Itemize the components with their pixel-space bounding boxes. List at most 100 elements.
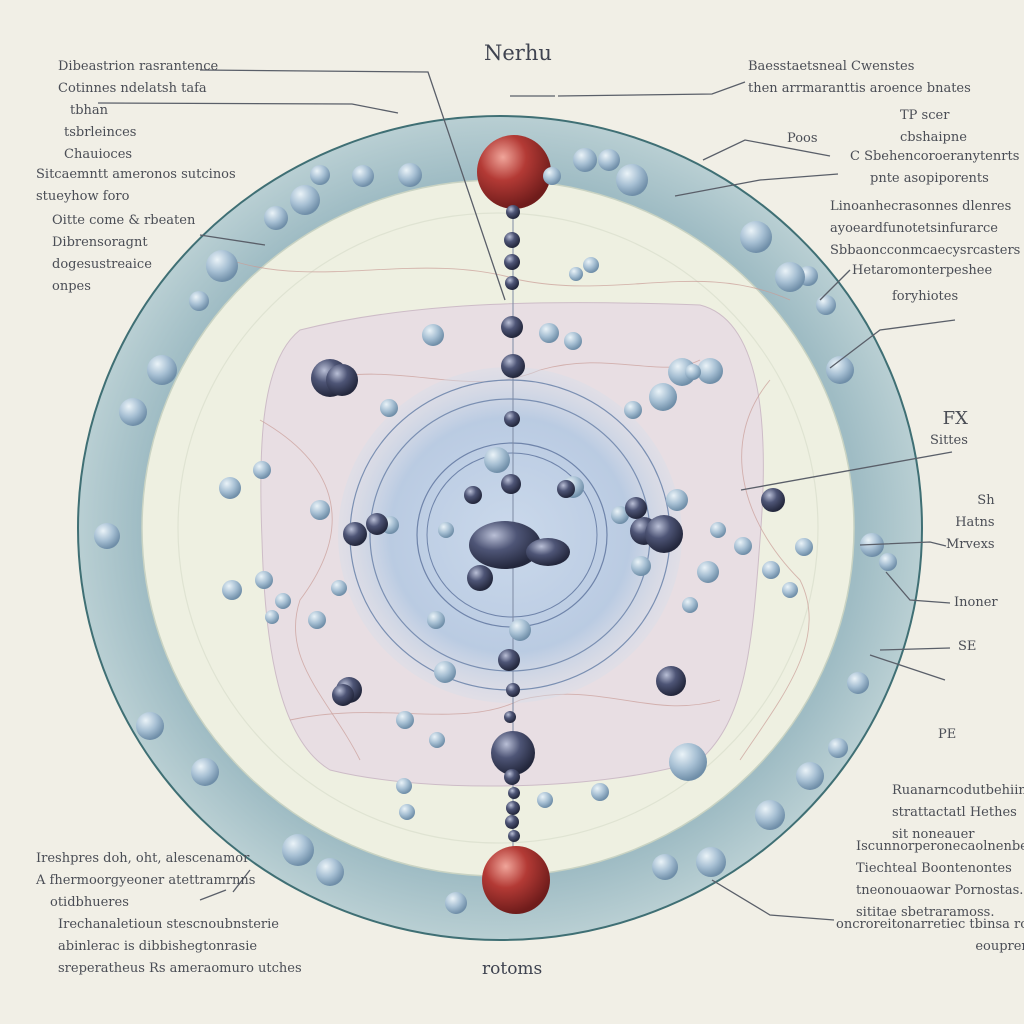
- dark-particle: [326, 364, 358, 396]
- light-particle: [624, 401, 642, 419]
- dark-particle: [508, 787, 520, 799]
- dark-particle: [505, 276, 519, 290]
- leader-line: [199, 234, 266, 246]
- dark-particle: [504, 254, 520, 270]
- light-particle: [669, 743, 707, 781]
- ring-particle: [264, 206, 288, 230]
- label-right-3: Poos: [787, 131, 818, 146]
- label-right-pe: PE: [938, 727, 957, 742]
- light-particle: [422, 324, 444, 346]
- ring-particle: [828, 738, 848, 758]
- dark-particle: [366, 513, 388, 535]
- leader-line: [199, 889, 227, 901]
- dark-particle: [656, 666, 686, 696]
- ring-particle: [826, 356, 854, 384]
- light-particle: [539, 323, 559, 343]
- dark-particle: [498, 649, 520, 671]
- red-particle-top: [477, 135, 551, 209]
- leader-line: [674, 173, 839, 197]
- light-particle: [649, 383, 677, 411]
- orbit-4: [426, 452, 598, 618]
- light-particle: [275, 593, 291, 609]
- leader-line: [819, 269, 851, 301]
- light-particle: [611, 506, 629, 524]
- leader-line: [829, 319, 956, 369]
- dark-particle: [508, 830, 520, 842]
- ring-particle: [206, 250, 238, 282]
- dark-particle: [504, 411, 520, 427]
- light-particle: [710, 522, 726, 538]
- ring-particle: [573, 148, 597, 172]
- leader-line: [97, 102, 399, 114]
- ring-particle: [136, 712, 164, 740]
- dark-particle: [501, 354, 525, 378]
- light-particle: [219, 477, 241, 499]
- ring-particle: [696, 847, 726, 877]
- dark-particle: [625, 497, 647, 519]
- light-particle: [795, 538, 813, 556]
- ring-particle: [796, 762, 824, 790]
- dark-particle: [343, 522, 367, 546]
- light-particle: [427, 611, 445, 629]
- light-particle: [399, 804, 415, 820]
- ring-particle: [290, 185, 320, 215]
- light-particle: [308, 611, 326, 629]
- ring-particle: [94, 523, 120, 549]
- light-particle: [569, 267, 583, 281]
- ring-particle: [398, 163, 422, 187]
- center-cluster: [464, 486, 570, 591]
- light-particle: [265, 610, 279, 624]
- ring-particle: [816, 295, 836, 315]
- label-right-6: Hetaromonterpeshee: [852, 263, 993, 278]
- dark-particle: [504, 711, 516, 723]
- label-bottom-right-3: oncroreitonarretiec tbinsa roareouprerse: [836, 917, 1024, 954]
- ring-particle: [445, 892, 467, 914]
- leader-line: [859, 541, 947, 547]
- ring-particle: [189, 291, 209, 311]
- red-particle-bottom: [482, 846, 550, 914]
- light-particle: [682, 597, 698, 613]
- dark-particle: [506, 683, 520, 697]
- dark-particle: [506, 801, 520, 815]
- dark-particle: [501, 316, 523, 338]
- light-particle: [429, 732, 445, 748]
- label-right-se: SE: [958, 639, 977, 654]
- ring-particle: [352, 165, 374, 187]
- light-particle: [484, 447, 510, 473]
- light-particle: [222, 580, 242, 600]
- light-particle: [434, 661, 456, 683]
- dark-particle: [332, 684, 354, 706]
- ring-particle: [775, 262, 805, 292]
- dark-particle: [491, 731, 535, 775]
- light-particle: [685, 364, 701, 380]
- light-particle: [782, 582, 798, 598]
- leader-line: [711, 879, 835, 921]
- light-particle: [734, 537, 752, 555]
- dark-particle: [506, 205, 520, 219]
- light-particle: [697, 561, 719, 583]
- particles: [94, 148, 897, 914]
- light-particle: [509, 619, 531, 641]
- light-particle: [331, 580, 347, 596]
- ring-particle: [191, 758, 219, 786]
- dark-particle: [645, 515, 683, 553]
- light-particle: [537, 792, 553, 808]
- light-particle: [310, 500, 330, 520]
- leader-line: [232, 869, 251, 893]
- ring-particle: [147, 355, 177, 385]
- light-particle: [631, 556, 651, 576]
- ring-particle: [282, 834, 314, 866]
- ring-particle: [847, 672, 869, 694]
- ring-particle: [316, 858, 344, 886]
- ring-particle: [543, 167, 561, 185]
- leader-line: [702, 139, 831, 161]
- leader-line: [557, 81, 746, 97]
